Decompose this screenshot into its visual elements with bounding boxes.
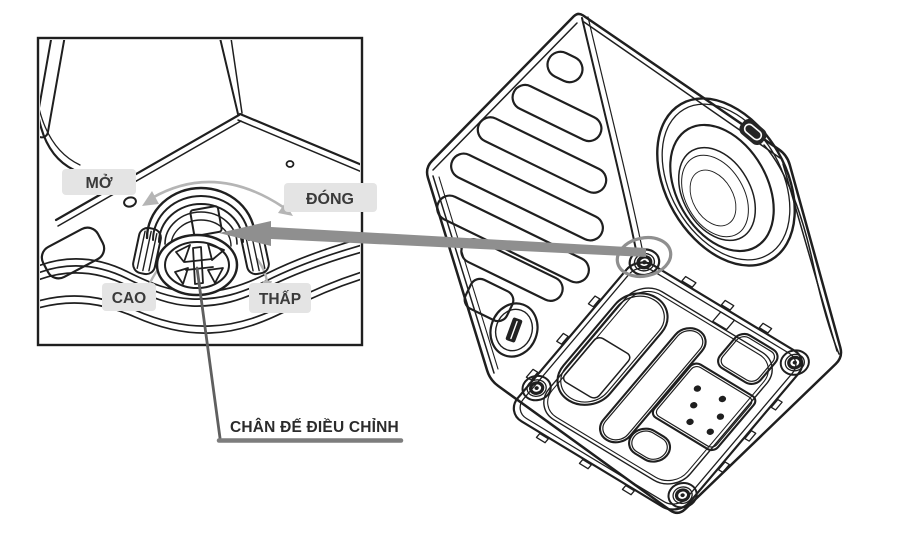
emboss-square [714,330,782,387]
leveling-feet [506,244,820,512]
foot-base [155,233,239,297]
leader-line [195,266,222,440]
callout-arrow-icon [219,221,646,257]
label-low: THẤP [259,291,301,308]
emboss-large [546,284,680,415]
vent-slot-partial [40,40,66,139]
label-open: MỞ [86,173,113,192]
screw-hole-small [285,160,295,168]
rim-cutouts [496,247,820,524]
label-close: ĐÓNG [306,189,354,208]
back-panel-edge [581,17,637,251]
foot-front-circled [624,245,665,280]
corner-edge-right [238,112,360,166]
label-open-box [62,169,136,195]
foot-left [517,371,557,405]
bottom-plate [496,243,823,523]
door-ring [656,97,796,267]
label-high: CAO [112,290,146,307]
corner-edge-left [54,113,241,222]
arrowhead-open-icon [142,191,159,206]
base-slot-hole [40,226,106,280]
label-close-box [284,183,377,212]
emboss-oval [623,423,677,466]
inset-labels: MỞ ĐÓNG CAO THẤP [62,169,377,313]
foot-bottom [663,478,703,512]
rotate-arc-icon [150,180,285,209]
label-low-box [249,283,311,313]
caption-text: CHÂN ĐẾ ĐIỀU CHỈNH [230,418,399,436]
callout-circle-icon [615,235,673,279]
leveling-foot-illustration [132,186,270,297]
label-high-box [102,283,156,311]
screw-hole [123,196,137,208]
panel-corner-arc [40,118,76,172]
drain-filter-cap [489,302,539,358]
washing-machine-illustration [427,14,841,524]
foot-right [775,346,815,380]
callout [219,221,673,279]
emboss-plate [650,361,759,453]
panel-corner-arc-inner [40,109,81,166]
knob-icon [739,118,767,146]
caption-group: CHÂN ĐẾ ĐIỀU CHỈNH [195,266,404,443]
inset-detail-view: MỞ ĐÓNG CAO THẤP [36,36,377,347]
foot-screw-tab [189,205,223,237]
